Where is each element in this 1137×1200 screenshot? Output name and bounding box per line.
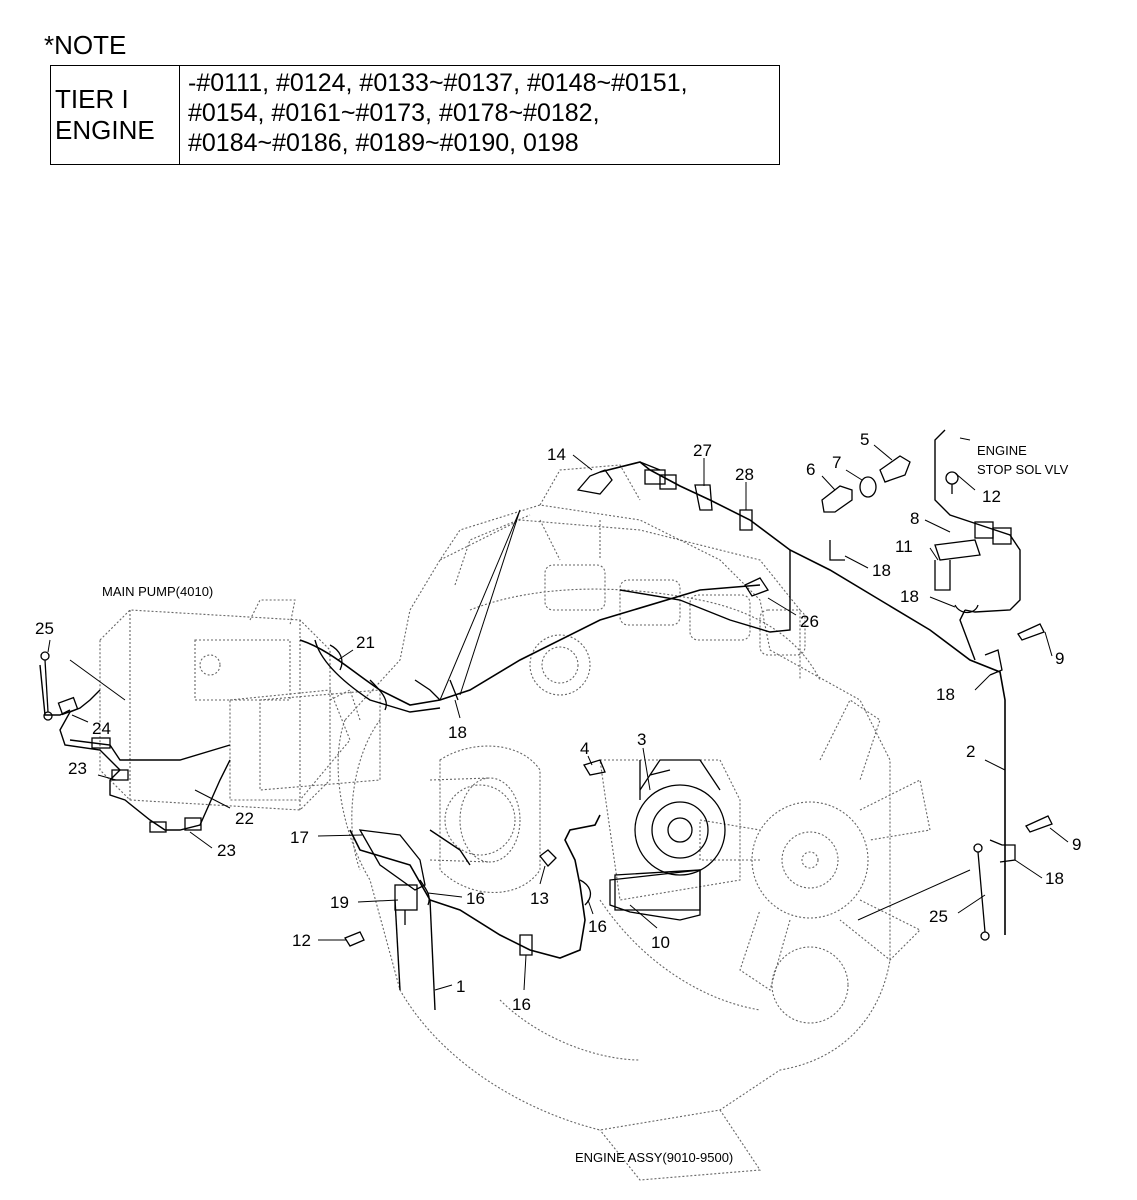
callout-25b: 25	[929, 907, 948, 926]
starter-motor	[429, 777, 521, 863]
tier-label: TIER I	[55, 84, 129, 114]
callout-28: 28	[735, 465, 754, 484]
callout-9a: 9	[1055, 649, 1064, 668]
engine-outline	[337, 464, 891, 1181]
callout-16b: 16	[588, 917, 607, 936]
note-heading: *NOTE	[44, 30, 127, 60]
captions: MAIN PUMP(4010) ENGINE STOP SOL VLV ENGI…	[102, 443, 1069, 1165]
callout-7: 7	[832, 453, 841, 472]
callout-11: 11	[895, 537, 913, 556]
callout-18d: 18	[448, 723, 467, 742]
main-pump-caption: MAIN PUMP(4010)	[102, 584, 213, 599]
callout-10: 10	[651, 933, 670, 952]
callout-18b: 18	[900, 587, 919, 606]
wiring-harness	[39, 429, 1053, 1011]
engine-stop-caption-line2: STOP SOL VLV	[977, 462, 1069, 477]
callout-22: 22	[235, 809, 254, 828]
callout-17: 17	[290, 828, 309, 847]
note-table: TIER I ENGINE -#0111, #0124, #0133~#0137…	[50, 65, 780, 165]
callout-3: 3	[637, 730, 646, 749]
callout-23b: 23	[217, 841, 236, 860]
callout-16c: 16	[512, 995, 531, 1014]
leader-lines	[47, 437, 1069, 991]
callout-numbers: 14 27 28 6 7 5 12 8 11 18 18 26 9 18 2 2…	[35, 430, 1081, 1014]
callout-21: 21	[356, 633, 375, 652]
callout-18a: 18	[872, 561, 891, 580]
callout-24: 24	[92, 719, 111, 738]
callout-19: 19	[330, 893, 349, 912]
serial-cell: -#0111, #0124, #0133~#0137, #0148~#0151,…	[180, 66, 779, 164]
alternator	[614, 759, 726, 911]
serial-line-1: -#0111, #0124, #0133~#0137, #0148~#0151,	[188, 69, 688, 97]
callout-12a: 12	[982, 487, 1001, 506]
engine-label: ENGINE	[55, 115, 155, 145]
callout-12b: 12	[292, 931, 311, 950]
tier-cell: TIER I ENGINE	[51, 66, 180, 164]
callout-14: 14	[547, 445, 566, 464]
callout-4: 4	[580, 739, 589, 758]
callout-18e: 18	[1045, 869, 1064, 888]
cooling-fan	[699, 699, 931, 1024]
callout-23a: 23	[68, 759, 87, 778]
main-pump	[99, 599, 381, 811]
engine-stop-caption-line1: ENGINE	[977, 443, 1027, 458]
serial-line-2: #0154, #0161~#0173, #0178~#0182,	[188, 99, 600, 127]
callout-9b: 9	[1072, 835, 1081, 854]
serial-line-3: #0184~#0186, #0189~#0190, 0198	[188, 129, 579, 157]
engine-assy-caption: ENGINE ASSY(9010-9500)	[575, 1150, 733, 1165]
callout-1: 1	[456, 977, 465, 996]
callout-16a: 16	[466, 889, 485, 908]
callout-6: 6	[806, 460, 815, 479]
callout-2: 2	[966, 742, 975, 761]
callout-27: 27	[693, 441, 712, 460]
callout-25a: 25	[35, 619, 54, 638]
callout-18c: 18	[936, 685, 955, 704]
callout-13: 13	[530, 889, 549, 908]
callout-26: 26	[800, 612, 819, 631]
callout-8: 8	[910, 509, 919, 528]
callout-5: 5	[860, 430, 869, 449]
